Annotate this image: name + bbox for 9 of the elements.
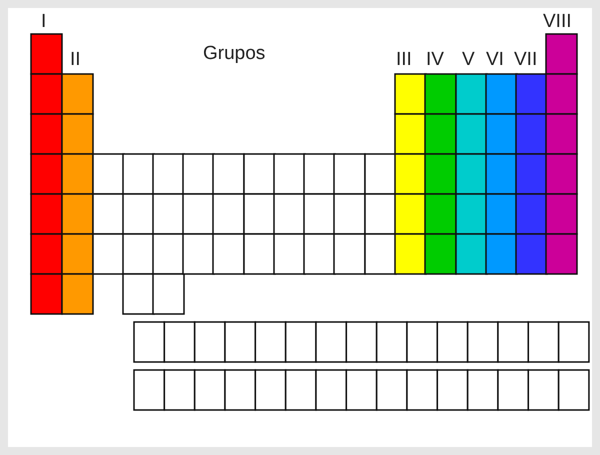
group-number: VIII xyxy=(543,12,572,32)
heading: Grupos xyxy=(203,44,266,64)
group-number: V xyxy=(462,50,475,70)
group-number: VI xyxy=(486,50,504,70)
group-number: I xyxy=(41,12,46,32)
group-number: III xyxy=(396,50,412,70)
group-number: VII xyxy=(514,50,538,70)
group-number: II xyxy=(70,50,81,70)
group-number: IV xyxy=(426,50,444,70)
